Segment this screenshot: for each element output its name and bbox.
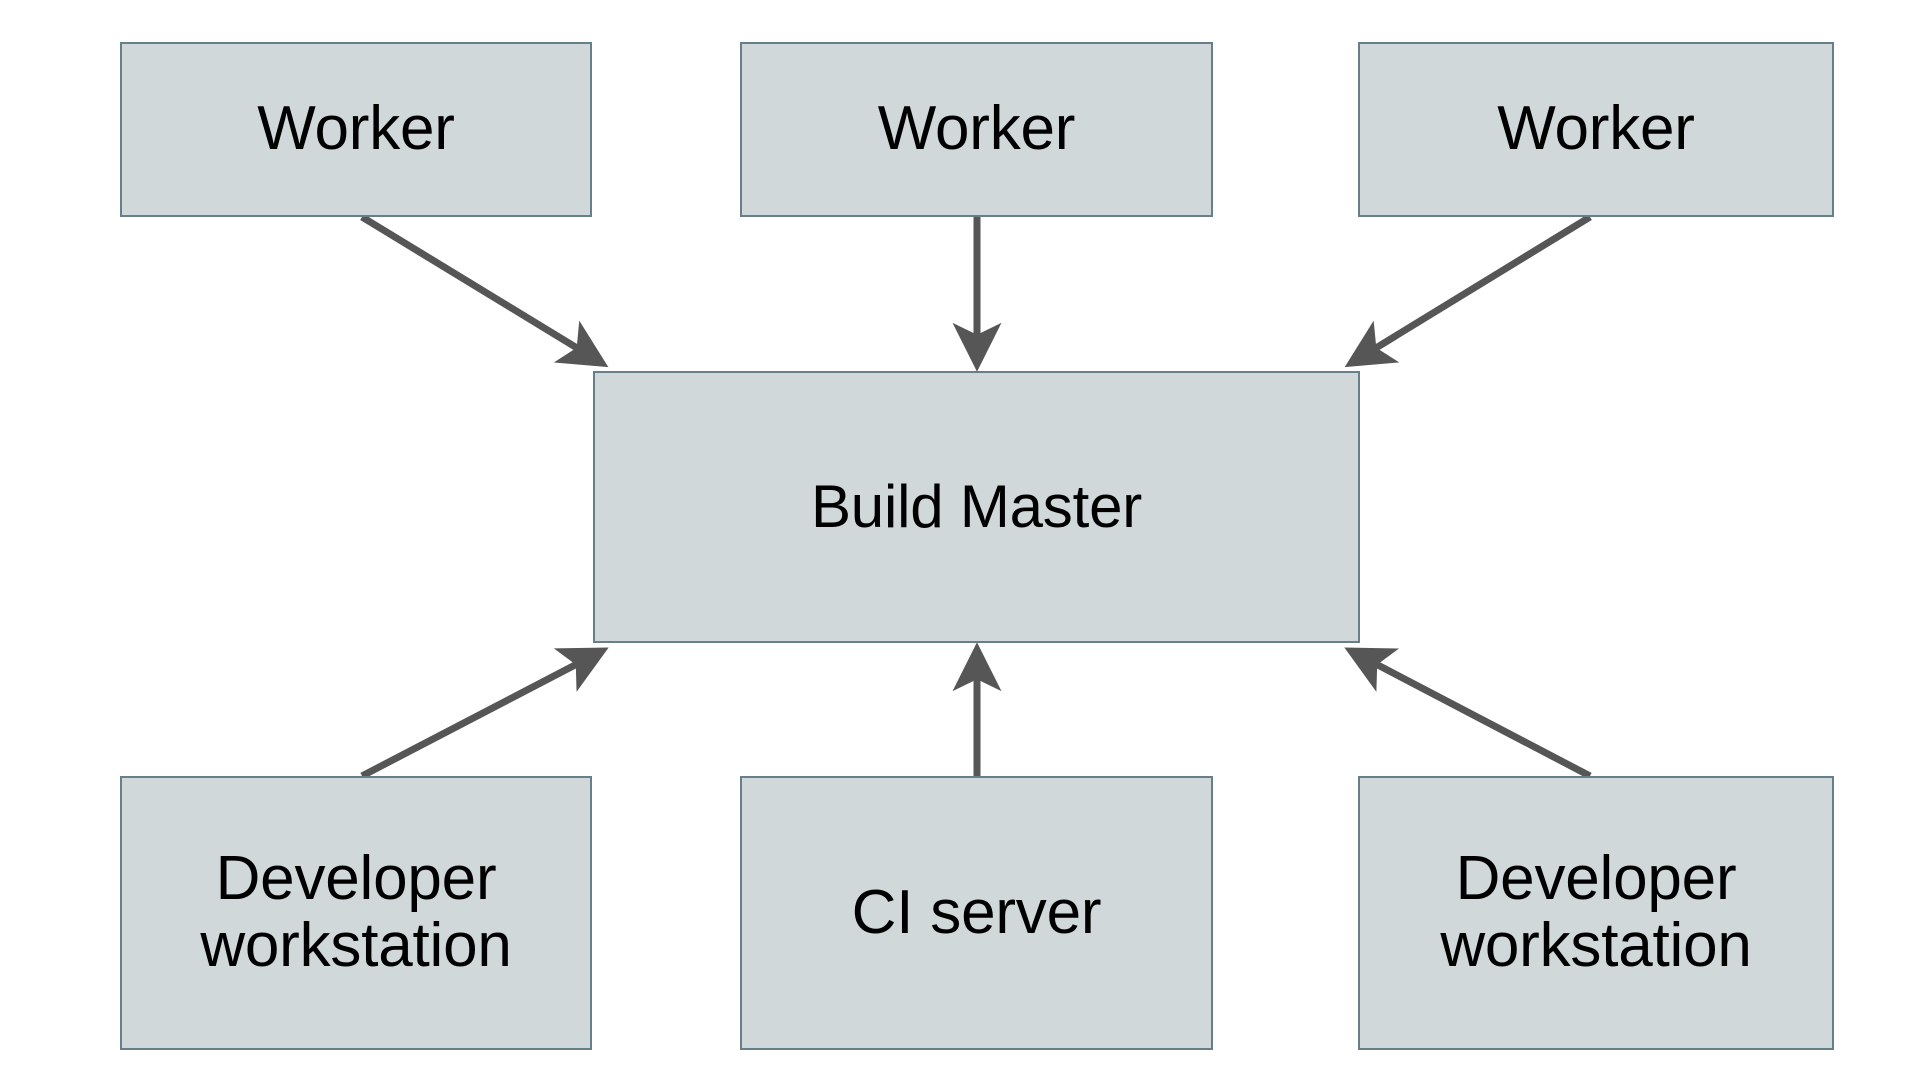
node-worker-2-label: Worker [877,94,1076,164]
node-worker-3-label: Worker [1497,94,1695,164]
edge-dev-ws-2-to-build-master [1344,647,1592,780]
node-developer-workstation-1-label: Developer workstation [200,844,512,980]
edge-worker-1-to-build-master [360,214,609,368]
edge-worker-3-to-build-master [1344,214,1592,368]
node-developer-workstation-2-label: Developer workstation [1440,844,1752,980]
node-build-master-label: Build Master [810,472,1143,540]
node-ci-server-label: CI server [851,877,1102,947]
edge-dev-ws-1-to-build-master [360,647,609,780]
node-build-master[interactable]: Build Master [593,371,1360,643]
node-developer-workstation-2[interactable]: Developer workstation [1358,776,1834,1050]
node-worker-3[interactable]: Worker [1358,42,1834,217]
node-worker-2[interactable]: Worker [740,42,1213,217]
node-ci-server[interactable]: CI server [740,776,1213,1050]
node-developer-workstation-1[interactable]: Developer workstation [120,776,592,1050]
node-worker-1-label: Worker [257,94,455,164]
node-worker-1[interactable]: Worker [120,42,592,217]
